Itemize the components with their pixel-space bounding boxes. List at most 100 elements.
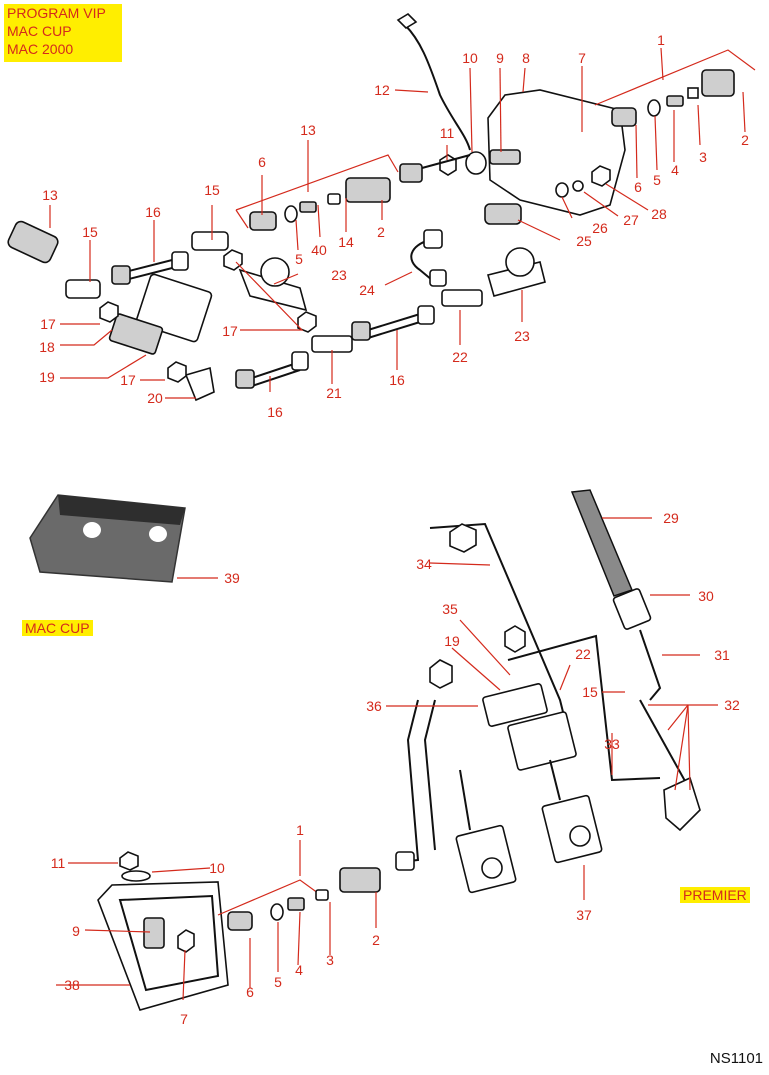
callout-pr-34: 34 [416, 556, 432, 572]
callout-top-15a: 15 [82, 224, 98, 240]
oring-part-5-top [647, 99, 661, 117]
callout-top-2b: 2 [377, 224, 385, 240]
callout-bt-38: 38 [64, 977, 80, 993]
tee-part-15-left [65, 279, 101, 299]
callout-top-7: 7 [578, 50, 586, 66]
fitting-part-13-left [7, 220, 59, 264]
tee-part-15-mid [191, 231, 229, 251]
tube-part-32 [639, 699, 691, 791]
callout-pr-32: 32 [724, 697, 740, 713]
fitting-part-9 [489, 149, 521, 165]
tube-part-31 [639, 629, 662, 701]
callout-top-5a: 5 [653, 172, 661, 188]
callout-top-26: 26 [592, 220, 608, 236]
callout-cup-39: 39 [224, 570, 240, 586]
callout-bt-2: 2 [372, 932, 380, 948]
callout-pr-37: 37 [576, 907, 592, 923]
tee-part-22 [441, 289, 483, 307]
mac-cup-badge: MAC CUP [22, 620, 93, 636]
callout-pr-33: 33 [604, 736, 620, 752]
callout-top-10: 10 [462, 50, 478, 66]
nut-part-11 [439, 154, 457, 176]
housing-part-2-bottom [339, 867, 381, 893]
callout-pr-15: 15 [582, 684, 598, 700]
solenoid-part-19-premier [507, 711, 577, 771]
callout-top-16b: 16 [389, 372, 405, 388]
bracket-part-8 [487, 89, 626, 216]
callout-top-23a: 23 [331, 267, 347, 283]
callout-top-14: 14 [338, 234, 354, 250]
tube-part-12 [404, 24, 471, 151]
nut-part-11-bottom [119, 851, 139, 871]
callout-top-11: 11 [439, 125, 455, 141]
fitting-part-6-mid [249, 211, 277, 231]
callout-pr-36: 36 [366, 698, 382, 714]
callout-top-6b: 6 [258, 154, 266, 170]
callout-pr-29: 29 [663, 510, 679, 526]
callout-top-27: 27 [623, 212, 639, 228]
callout-top-1: 1 [657, 32, 665, 48]
callout-bt-4: 4 [295, 962, 303, 978]
callout-pr-19: 19 [444, 633, 460, 649]
washer-part-10-bottom [121, 870, 151, 882]
callout-top-4: 4 [671, 162, 679, 178]
elbow-part-20 [184, 366, 215, 402]
washer-part-10 [465, 151, 487, 175]
valve-part-37-left [455, 824, 517, 894]
callout-top-28: 28 [651, 206, 667, 222]
housing-part-2-mid [345, 177, 391, 203]
callout-pr-35: 35 [442, 601, 458, 617]
fitting-part-6-top [611, 107, 637, 127]
callout-pr-22: 22 [575, 646, 591, 662]
fitting-part-25 [484, 203, 522, 225]
pin-part-27 [572, 180, 584, 192]
callout-top-40: 40 [311, 242, 327, 258]
callout-bt-5: 5 [274, 974, 282, 990]
fitting-part-6-bottom [227, 911, 253, 931]
premier-badge: PREMIER [680, 887, 750, 903]
callout-top-16c: 16 [267, 404, 283, 420]
callout-top-6a: 6 [634, 179, 642, 195]
callout-top-25: 25 [576, 233, 592, 249]
model-applicability-badge: PROGRAM VIP MAC CUP MAC 2000 [4, 4, 122, 62]
callout-bt-1: 1 [296, 822, 304, 838]
callout-bt-7: 7 [180, 1011, 188, 1027]
callout-top-23b: 23 [514, 328, 530, 344]
fitting-part-30 [612, 588, 652, 630]
callout-top-5b: 5 [295, 251, 303, 267]
model-line-program-vip: PROGRAM VIP [7, 5, 106, 21]
callout-top-22: 22 [452, 349, 468, 365]
callout-top-19: 19 [39, 369, 55, 385]
callout-top-17a: 17 [40, 316, 56, 332]
callout-top-2a: 2 [741, 132, 749, 148]
callout-top-12: 12 [374, 82, 390, 98]
housing-part-2-top [701, 69, 735, 97]
fitting-part-9-bottom [143, 917, 165, 949]
callout-bt-3: 3 [326, 952, 334, 968]
poppet-part-3-top [687, 87, 699, 99]
hose-part-29 [570, 489, 634, 597]
callout-top-20: 20 [147, 390, 163, 406]
callout-top-13b: 13 [300, 122, 316, 138]
callout-bt-11: 11 [50, 855, 66, 871]
callout-bt-6: 6 [246, 984, 254, 1000]
model-line-mac-cup: MAC CUP [7, 23, 72, 39]
tee-part-21 [311, 335, 353, 353]
nut-part-28 [591, 165, 611, 187]
tube-part-16-upper [124, 257, 181, 273]
callout-top-24: 24 [359, 282, 375, 298]
spring-part-4-top [666, 95, 684, 107]
callout-top-9: 9 [496, 50, 504, 66]
callout-top-3: 3 [699, 149, 707, 165]
callout-top-18: 18 [39, 339, 55, 355]
callout-top-17b: 17 [222, 323, 238, 339]
callout-bt-9: 9 [72, 923, 80, 939]
callout-pr-31: 31 [714, 647, 730, 663]
callout-top-15b: 15 [204, 182, 220, 198]
callout-top-13a: 13 [42, 187, 58, 203]
callout-top-8: 8 [522, 50, 530, 66]
model-line-mac-2000: MAC 2000 [7, 41, 74, 57]
callout-bt-10: 10 [209, 860, 225, 876]
callout-top-17c: 17 [120, 372, 136, 388]
